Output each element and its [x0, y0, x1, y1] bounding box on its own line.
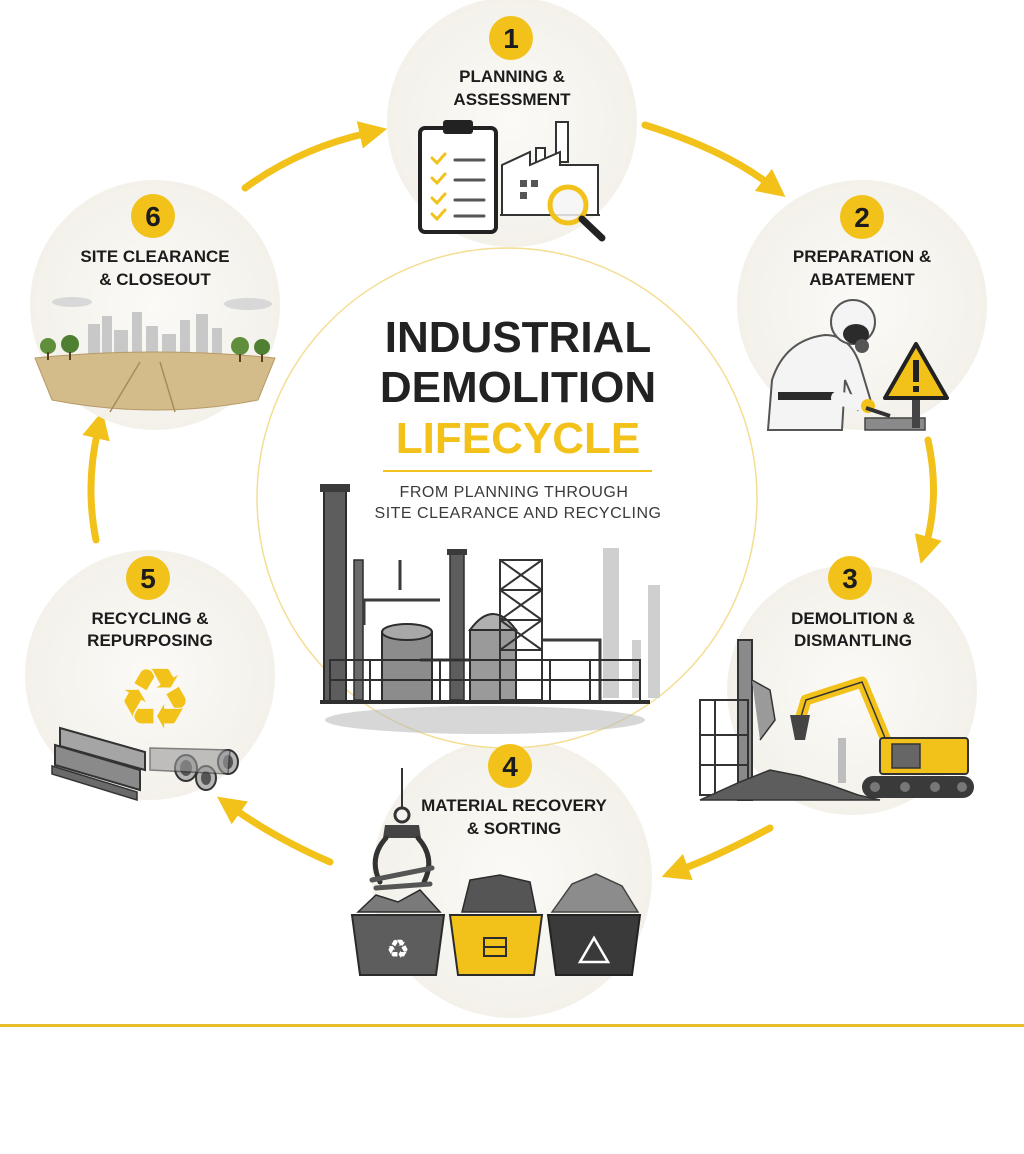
bottom-divider	[0, 1024, 1024, 1027]
concrete-bin-dark-icon	[546, 873, 642, 976]
step-3-title-line-2: DISMANTLING	[794, 631, 912, 650]
recycle-symbol-icon: ♻	[117, 650, 192, 748]
arrow-step1-to-step2	[641, 121, 786, 198]
step-5: 5 RECYCLING & REPURPOSING ♻	[51, 556, 239, 802]
hazmat-worker-icon	[766, 299, 926, 431]
step-5-title-line-2: REPURPOSING	[87, 631, 213, 650]
rubble-pile-icon	[699, 769, 881, 801]
arrow-step6-to-step1	[241, 121, 388, 192]
step-4-number-badge	[488, 744, 532, 788]
step-2-number-badge	[840, 195, 884, 239]
clipboard-checklist-icon	[418, 120, 498, 234]
trees-icon	[40, 335, 270, 362]
step-4-number: 4	[502, 751, 518, 782]
warning-sign-icon	[883, 342, 949, 428]
step-3-number: 3	[842, 563, 858, 594]
excavator-icon	[790, 676, 974, 798]
step-5-number: 5	[140, 563, 156, 594]
subtitle-line-2: SITE CLEARANCE AND RECYCLING	[375, 505, 662, 522]
tire-tracks-icon	[109, 361, 176, 413]
step-2-title-line-1: PREPARATION &	[793, 247, 931, 266]
title-line-1: INDUSTRIAL	[385, 313, 651, 362]
step-1-title-line-2: ASSESSMENT	[453, 90, 571, 109]
step-6-title-line-1: SITE CLEARANCE	[80, 247, 229, 266]
step-3-number-badge	[828, 556, 872, 600]
cycle-arrows	[82, 121, 942, 881]
factory-illustration-icon	[320, 484, 660, 734]
step-4-title-line-1: MATERIAL RECOVERY	[421, 796, 607, 815]
step-5-number-badge	[126, 556, 170, 600]
step-1-number-badge	[489, 16, 533, 60]
arrow-step5-to-step6	[82, 410, 110, 544]
step-1: 1 PLANNING & ASSESSMENT	[418, 16, 606, 242]
step-2-number: 2	[854, 202, 870, 233]
arrow-step3-to-step4	[661, 824, 774, 881]
step-3-title-line-1: DEMOLITION &	[791, 609, 915, 628]
step-6-number-badge	[131, 194, 175, 238]
recycling-bin-gray-icon: ♻	[350, 889, 446, 976]
clouds-icon	[52, 297, 272, 310]
step-6-number: 6	[145, 201, 161, 232]
step-1-title-line-1: PLANNING &	[459, 67, 565, 86]
step-6: 6 SITE CLEARANCE & CLOSEOUT	[34, 194, 276, 413]
steel-beams-pipes-icon	[51, 726, 239, 802]
arrow-step4-to-step5	[217, 796, 334, 866]
svg-text:♻: ♻	[386, 935, 409, 965]
step-5-title-line-1: RECYCLING &	[91, 609, 208, 628]
metal-bin-yellow-icon	[448, 874, 544, 976]
grapple-claw-icon	[369, 768, 435, 891]
arrow-step2-to-step3	[914, 436, 942, 564]
step-1-number: 1	[503, 23, 519, 54]
step-6-title-line-2: & CLOSEOUT	[99, 270, 211, 289]
factory-magnifier-icon	[500, 121, 606, 242]
step-2: 2 PREPARATION & ABATEMENT	[766, 195, 949, 431]
city-skyline-icon	[88, 312, 222, 354]
step-4-title-line-2: & SORTING	[467, 819, 561, 838]
title-line-3: LIFECYCLE	[396, 414, 640, 463]
step-2-title-line-2: ABATEMENT	[809, 270, 915, 289]
step-4: 4 MATERIAL RECOVERY & SORTING ♻	[350, 744, 642, 976]
title-line-2: DEMOLITION	[380, 363, 656, 412]
step-3: 3 DEMOLITION & DISMANTLING	[699, 556, 974, 801]
cleared-land-icon	[34, 351, 276, 411]
subtitle-line-1: FROM PLANNING THROUGH	[400, 484, 629, 501]
